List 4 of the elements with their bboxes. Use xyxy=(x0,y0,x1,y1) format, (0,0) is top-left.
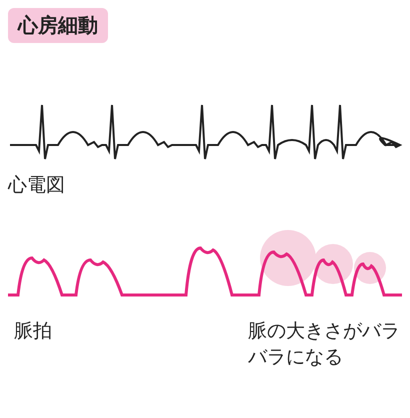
waveform-label: 脈拍 xyxy=(14,319,52,344)
title-badge: 心房細動 xyxy=(8,8,108,43)
waveform-label: 心電図 xyxy=(8,173,65,198)
note-text: 脈の大きさがバラバラになる xyxy=(248,319,401,370)
